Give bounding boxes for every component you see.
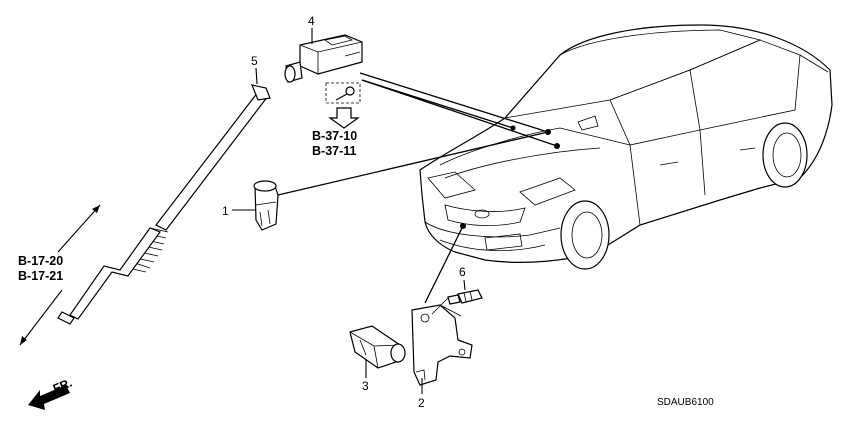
svg-text:3: 3 bbox=[362, 379, 369, 393]
part-3-sensor bbox=[349, 325, 406, 369]
down-arrow-icon bbox=[328, 107, 360, 129]
part-4-sensor-unit bbox=[284, 34, 363, 83]
svg-text:5: 5 bbox=[251, 54, 258, 68]
callout-4: 4 bbox=[308, 14, 315, 44]
diagram-code: SDAUB6100 bbox=[657, 397, 714, 408]
part-2-bracket bbox=[411, 304, 473, 386]
ref-b-17-arrows bbox=[19, 204, 101, 346]
part-4-fastener bbox=[325, 82, 361, 104]
car-illustration bbox=[419, 24, 833, 270]
connection-dots bbox=[460, 125, 560, 229]
callout-1: 1 bbox=[222, 204, 256, 218]
part-5-hose bbox=[57, 84, 271, 325]
front-direction-indicator: FR. bbox=[28, 376, 74, 410]
svg-text:FR.: FR. bbox=[51, 376, 74, 396]
callout-6: 6 bbox=[459, 265, 466, 291]
callout-5: 5 bbox=[251, 54, 258, 85]
front-arrow-icon bbox=[28, 385, 70, 410]
leader-lines bbox=[277, 72, 558, 317]
svg-text:6: 6 bbox=[459, 265, 466, 279]
svg-text:2: 2 bbox=[418, 396, 425, 410]
callout-2: 2 bbox=[418, 378, 425, 410]
svg-text:1: 1 bbox=[222, 204, 229, 218]
part-1-sensor bbox=[253, 180, 279, 231]
ref-b-17-21: B-17-21 bbox=[18, 269, 63, 283]
ref-b-37-11: B-37-11 bbox=[312, 144, 357, 158]
callout-3: 3 bbox=[362, 360, 369, 393]
part-6-clip bbox=[447, 289, 483, 305]
svg-text:4: 4 bbox=[308, 14, 315, 28]
ref-b-17-20: B-17-20 bbox=[18, 254, 63, 268]
ref-b-37-10: B-37-10 bbox=[312, 129, 357, 143]
